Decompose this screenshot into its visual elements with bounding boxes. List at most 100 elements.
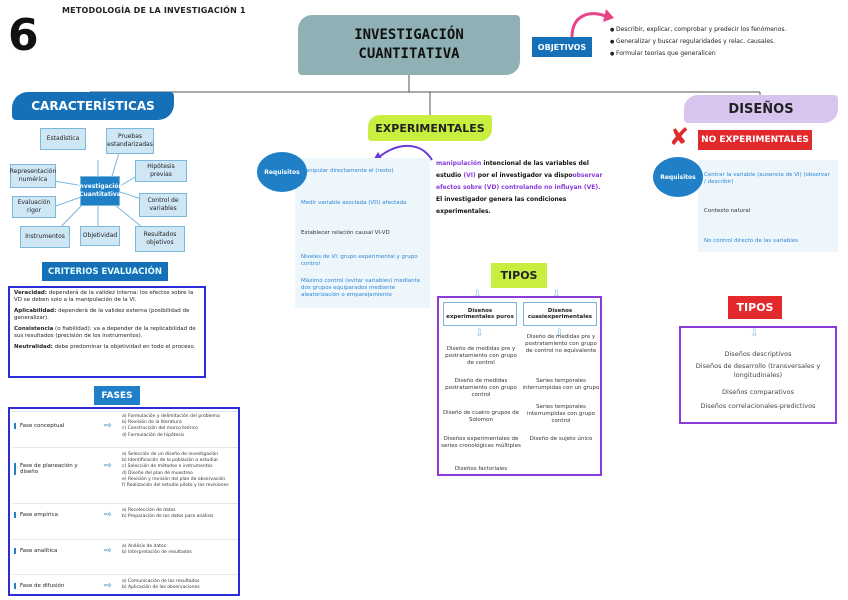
fase-item: a) Formulación y delimitación del proble… [122,414,220,419]
arrow-right-icon: ⇨ [104,546,112,556]
tipo-item: Diseño de medidas pre y postratamiento c… [525,334,597,354]
fase-items: a) Recolección de datos b) Preparación d… [122,508,213,520]
criterio-text: debe predominar la objetividad en todo e… [54,344,196,350]
criterio-text: dependerá de la validez interna: los efe… [14,290,194,303]
exp-expl-term: observar efectos sobre (VD) controlando … [436,172,603,191]
char-node: Representación numérica [10,164,56,188]
tipo-item: Diseño de cuatro grupos de Solomon [442,410,520,423]
tipo-item: Diseños factoriales [454,466,508,472]
arrow-down-icon: ⇩ [552,289,561,300]
criterio-item: Consistencia (o fiabilidad): va a depend… [14,326,200,340]
criterio-label: Aplicabilidad: [14,308,57,314]
criterio-text: dependerá de la validez externa (posibil… [14,308,190,321]
caracteristicas-title: CARACTERÍSTICAS [12,92,174,120]
objetivo-item: Describir, explicar, comprobar y predeci… [610,24,842,36]
fase-item: a) Selección de un diseño de investigaci… [122,452,219,457]
exp-requisitos-badge: Requisitos [257,152,307,192]
tipo-item: Diseños correlacionales-predictivos [700,402,816,410]
noexp-tipos-box: Diseños descriptivos Diseños de desarrol… [679,326,837,424]
noexp-requisitos-panel: Centrar la variable (ausencia de VI) (ob… [698,160,838,252]
exp-expl-term: (VI) [463,172,476,179]
exp-explanation: manipulación intencional de las variable… [436,158,608,218]
char-node: Instrumentos [20,226,70,248]
fase-label: Fase analítica [14,548,92,554]
section-number: 6 [8,10,39,61]
noexp-tipos-title: TIPOS [728,296,782,319]
criterios-title: CRITERIOS EVALUACIÓN [42,262,168,281]
fase-item: a) Recolección de datos [122,508,176,513]
criterio-text: (o fiabilidad): va a depender de la repl… [14,326,196,339]
disenos-title: DISEÑOS [684,95,838,123]
tipo-item: Series temporales interrumpidas con grup… [526,404,596,424]
cross-mark-icon: ✘ [669,123,690,151]
fase-item: b) Revisión de la literatura [122,420,182,426]
criterio-label: Veracidad: [14,290,48,296]
fase-item: e) Revisión y revisión del plan de obser… [122,476,226,482]
fase-item: a) Comunicación de los resultados [122,579,200,584]
requisito-item: Establecer relación causal VI-VD [301,230,390,236]
criterio-label: Consistencia [14,326,54,332]
fase-label: Fase conceptual [14,423,92,429]
exp-expl-term: manipulación [436,160,482,167]
char-hub: Investigación Cuantitativa [77,176,123,206]
fase-item: c) Construcción del marco teórico [122,426,198,432]
fase-item: d) Formulación de hipótesis [122,432,185,438]
tipo-item: Diseño de medidas postratamiento con gru… [445,378,517,398]
exp-expl-text: por el investigador va dispo [475,172,573,179]
main-topic-line1: INVESTIGACIÓN [354,27,464,43]
exp-requisitos-panel: Manipular directamente el (resto) Medir … [295,158,430,308]
char-node: Estadística [40,128,86,150]
course-title: METODOLOGÍA DE LA INVESTIGACIÓN 1 [62,6,246,15]
no-experimentales-title: NO EXPERIMENTALES [698,130,812,150]
tipo-item: Diseño de sujeto único [529,436,593,442]
exp-tipos-box: Diseños experimentales puros Diseños cua… [437,296,602,476]
requisito-item: Manipular directamente el (resto) [301,168,394,174]
char-node: Control de variables [139,193,187,217]
fase-row: Fase conceptual ⇨ a) Formulación y delim… [12,411,238,441]
tipo-item: Diseños experimentales de series cronoló… [441,436,521,449]
col-header: Diseños cuasiexperimentales [523,302,597,326]
requisito-item: Medir variable asociada (VD) afectada [301,200,407,206]
fase-items: a) Selección de un diseño de investigaci… [122,452,229,489]
tipo-item: Diseños de desarrollo (transversales y l… [695,362,821,379]
experimentales-title: EXPERIMENTALES [368,115,492,141]
char-node: Objetividad [80,226,120,246]
exp-expl-text: intencional de las variables del estudio [436,160,589,179]
arrow-right-icon: ⇨ [104,421,112,431]
fase-item: b) Identificación de la población a estu… [122,458,219,464]
arrow-down-icon: ⇩ [473,289,482,300]
criterio-label: Neutralidad: [14,344,53,350]
requisito-item: No control directo de las variables [704,238,799,244]
objetivos-label: OBJETIVOS [532,37,592,57]
fase-label: Fase de difusión [14,583,92,589]
fases-box: Fase conceptual ⇨ a) Formulación y delim… [8,407,240,596]
main-topic: INVESTIGACIÓN CUANTITATIVA [298,15,520,75]
fase-item: c) Selección de métodos e instrumentos [122,464,213,470]
requisito-item: Contexto natural [704,208,751,214]
fase-item: d) Diseño del plan de muestreo [122,470,193,476]
fase-item: f) Realización del estudio piloto y las … [122,483,229,489]
criterios-box: Veracidad: dependerá de la validez inter… [8,286,206,378]
fase-row: Fase empírica ⇨ a) Recolección de datos … [12,503,238,527]
exp-tipos-title: TIPOS [491,263,547,288]
arrow-down-icon: ⇩ [750,328,759,339]
fase-item: b) Preparación de los datos para análisi… [122,514,214,520]
objetivo-item: Formular teorías que generalicen [610,48,842,60]
fase-items: a) Análisis de datos b) Interpretación d… [122,544,192,556]
fase-row: Fase de difusión ⇨ a) Comunicación de lo… [12,574,238,594]
fase-item: b) Aplicación de las observaciones [122,585,200,591]
tipo-item: Diseños comparativos [722,388,794,396]
objetivo-item: Generalizar y buscar regularidades y rel… [610,36,842,48]
arrow-down-icon: ⇩ [555,328,564,339]
char-node: Pruebas estandarizadas [106,128,154,154]
fase-row: Fase de planeación y diseño ⇨ a) Selecci… [12,447,238,495]
requisito-item: Máximo control (evitar variables) median… [301,278,421,298]
tipo-item: Diseño de medidas pre y postratamiento c… [445,346,517,366]
requisito-item: Centrar la variable (ausencia de VI) (ob… [704,172,830,185]
fase-item: a) Análisis de datos [122,544,167,549]
arrow-down-icon: ⇩ [475,328,484,339]
tipo-item: Diseños descriptivos [724,350,792,358]
fase-items: a) Formulación y delimitación del proble… [122,414,220,439]
noexp-requisitos-badge: Requisitos [653,157,703,197]
